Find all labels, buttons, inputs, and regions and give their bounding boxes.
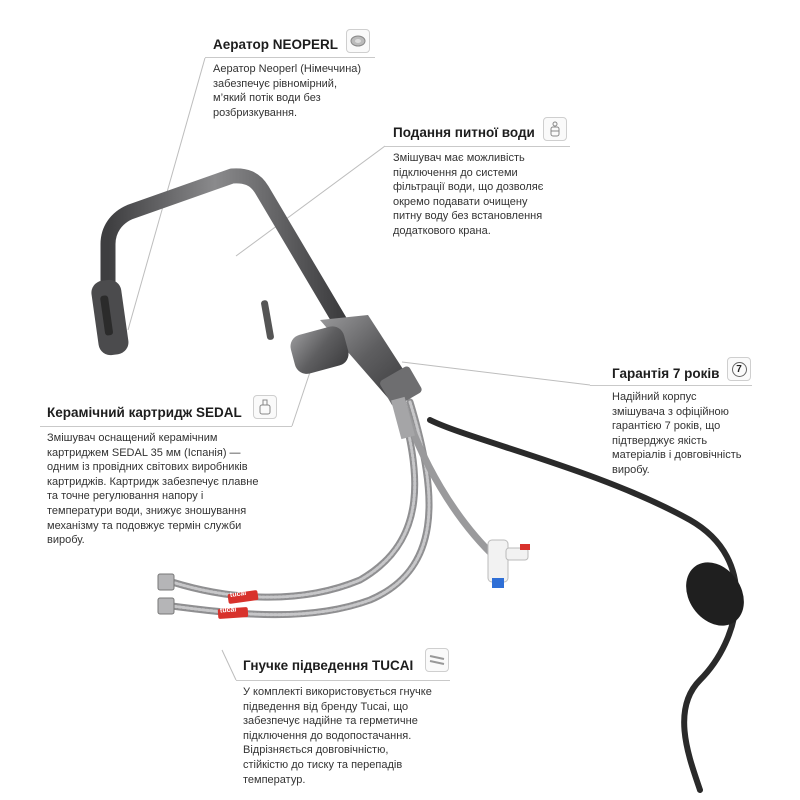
- feature-title: Гарантія 7 років: [612, 366, 720, 381]
- feature-title: Керамічний картридж SEDAL: [47, 405, 242, 420]
- leader-hoses: [221, 649, 237, 681]
- pullout-hose: [427, 417, 740, 793]
- divider: [40, 426, 292, 427]
- water-filter-icon: [543, 117, 567, 141]
- hose-nut: [157, 573, 175, 591]
- divider: [385, 146, 570, 147]
- hose-label: [227, 590, 259, 604]
- cartridge-icon: [253, 395, 277, 419]
- leader-warranty: [401, 361, 591, 386]
- faucet-lever: [261, 300, 274, 340]
- leader-drinking-water: [235, 145, 386, 257]
- feature-title: Гнучке підведення TUCAI: [243, 658, 414, 673]
- divider: [590, 385, 752, 386]
- faucet-spout: [100, 168, 353, 338]
- hose-brand-label: tucai: [219, 606, 237, 615]
- divider: [205, 57, 375, 58]
- hose-label: [217, 607, 249, 619]
- faucet-base: [380, 366, 422, 407]
- filter-valve: [487, 539, 530, 588]
- flexible-hose-icon: [425, 648, 449, 672]
- hose-weight: [686, 562, 744, 626]
- feature-description: Аератор Neoperl (Німеччина)забезпечує рі…: [213, 63, 362, 119]
- leader-cartridge: [291, 371, 311, 427]
- faucet-shank: [391, 396, 415, 440]
- hose-nut: [157, 597, 175, 615]
- divider: [236, 680, 450, 681]
- feature-title: Подання питної води: [393, 125, 535, 140]
- aerator-icon: [346, 29, 370, 53]
- warranty-badge-icon: 7: [727, 357, 751, 381]
- feature-title: Аератор NEOPERL: [213, 37, 338, 52]
